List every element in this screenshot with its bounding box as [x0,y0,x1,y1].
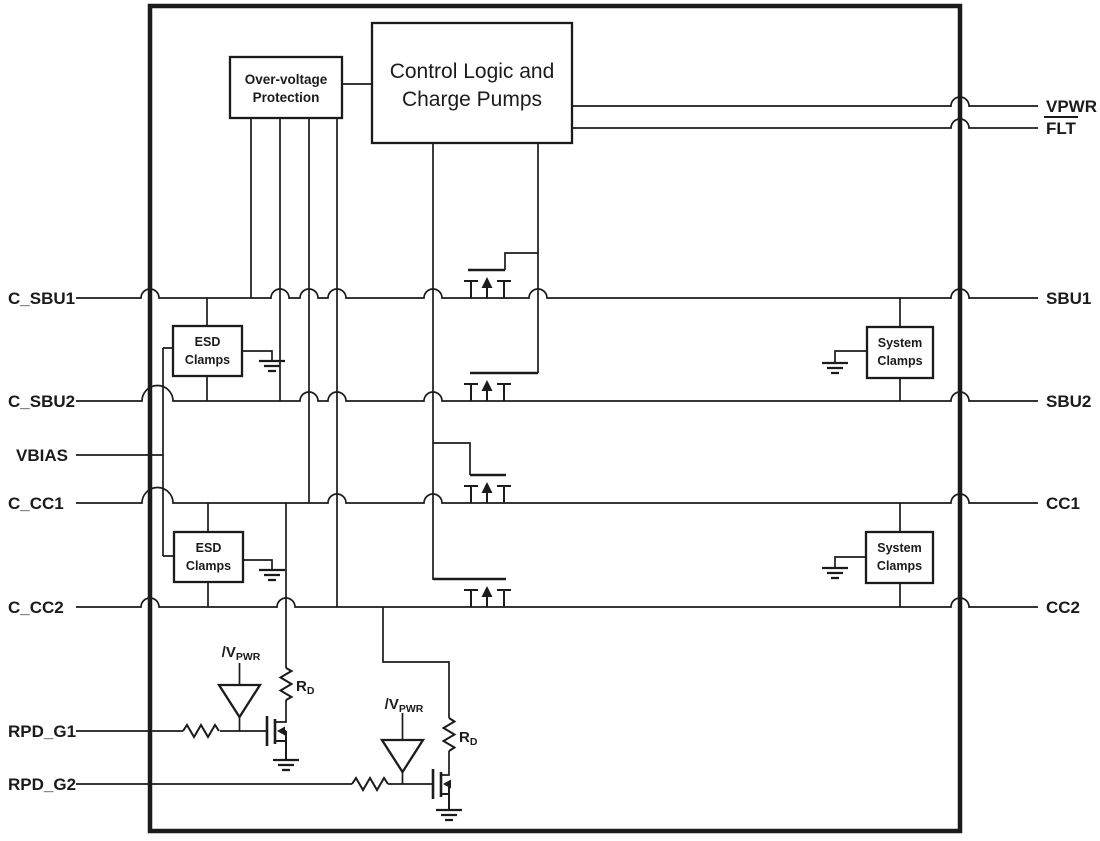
pin-label-sbu1: SBU1 [1046,289,1091,308]
pin-label-c-sbu1: C_SBU1 [8,289,75,308]
system-top-label-line1: System [878,336,922,350]
wire-sbu1 [76,288,1038,299]
cc2-pulldown-branch: RD /VPWR [351,607,478,822]
block-system-clamps-bottom: System Clamps [822,503,935,607]
rd1-drain-wire [275,503,287,723]
pin-label-c-cc2: C_CC2 [8,598,64,617]
pin-label-flt: FLT [1046,119,1077,138]
rd-resistor-icon [278,667,294,701]
block-esd-clamps-bottom: ESD Clamps [163,503,285,607]
ic-boundary [147,3,963,834]
ground-icon [273,758,299,772]
pin-label-sbu2: SBU2 [1046,392,1091,411]
pin-label-cc2: CC2 [1046,598,1080,617]
control-logic-label-line2: Charge Pumps [402,88,542,111]
mosfet-switch-icon-sbu2 [464,371,538,401]
buffer-icon: /VPWR [216,644,263,731]
gate-drive-line-b [504,143,539,373]
rd2-label: RD [459,729,478,748]
ground-icon [259,359,285,373]
wire-vpwr [572,96,1038,107]
vpwr-gate-label: /VPWR [222,644,261,663]
pin-label-vpwr: VPWR [1046,97,1097,116]
rd1-label: RD [296,678,315,697]
mosfet-switch-icon-cc1 [464,473,511,503]
esd-bottom-stubs [163,503,273,607]
wire-cc1 [76,486,1038,504]
ovp-sense-lines [250,118,338,607]
control-logic-label-line1: Control Logic and [390,60,555,83]
control-logic-box [370,21,574,145]
cc1-pulldown-branch: RD /VPWR [182,503,315,772]
resistor-icon [351,776,389,792]
pulldown-mosfet-icon [431,769,451,810]
esd-top-label-line1: ESD [195,335,221,349]
esd-bottom-box [172,530,245,584]
block-esd-clamps-top: ESD Clamps [163,298,285,401]
block-system-clamps-top: System Clamps [822,298,935,401]
resistor-icon [182,723,220,739]
wire-flt [572,118,1038,129]
block-over-voltage-protection: Over-voltage Protection [228,55,344,120]
pin-label-c-cc1: C_CC1 [8,494,64,513]
vpwr-gate-label: /VPWR [385,696,424,715]
system-bottom-label-line2: Clamps [877,559,922,573]
block-control-logic: Control Logic and Charge Pumps [370,21,574,145]
pin-label-cc1: CC1 [1046,494,1080,513]
system-top-stubs [834,298,901,401]
ovp-label-line1: Over-voltage [245,72,328,87]
system-bottom-box [864,530,935,585]
ovp-label-line2: Protection [253,90,320,105]
system-top-label-line2: Clamps [877,354,922,368]
esd-bottom-label-line2: Clamps [186,559,231,573]
gate-drive-line-a [432,143,506,580]
pulldown-mosfet-icon [265,716,287,760]
esd-top-stubs [163,298,273,401]
esd-top-box [171,324,244,378]
ground-icon [822,566,848,580]
pin-label-rpd-g1: RPD_G1 [8,722,76,741]
rd2-drain-wire [382,607,450,776]
esd-top-label-line2: Clamps [185,353,230,367]
pin-label-c-sbu2: C_SBU2 [8,392,75,411]
ground-icon [259,568,285,582]
pin-label-rpd-g2: RPD_G2 [8,775,76,794]
system-bottom-stubs [834,503,901,607]
ground-icon [822,361,848,375]
esd-bottom-label-line1: ESD [196,541,222,555]
ovp-box [228,55,344,120]
system-bottom-label-line1: System [877,541,921,555]
pin-label-vbias: VBIAS [16,446,68,465]
system-top-box [865,325,935,380]
rd-resistor-icon [441,717,457,752]
ground-icon [436,808,462,822]
mosfet-switch-icon-sbu1 [464,268,511,298]
wire-sbu2 [76,384,1038,402]
mosfet-switch-icon-cc2 [433,577,511,607]
buffer-icon: /VPWR [379,696,426,784]
wire-cc2 [76,597,1038,608]
